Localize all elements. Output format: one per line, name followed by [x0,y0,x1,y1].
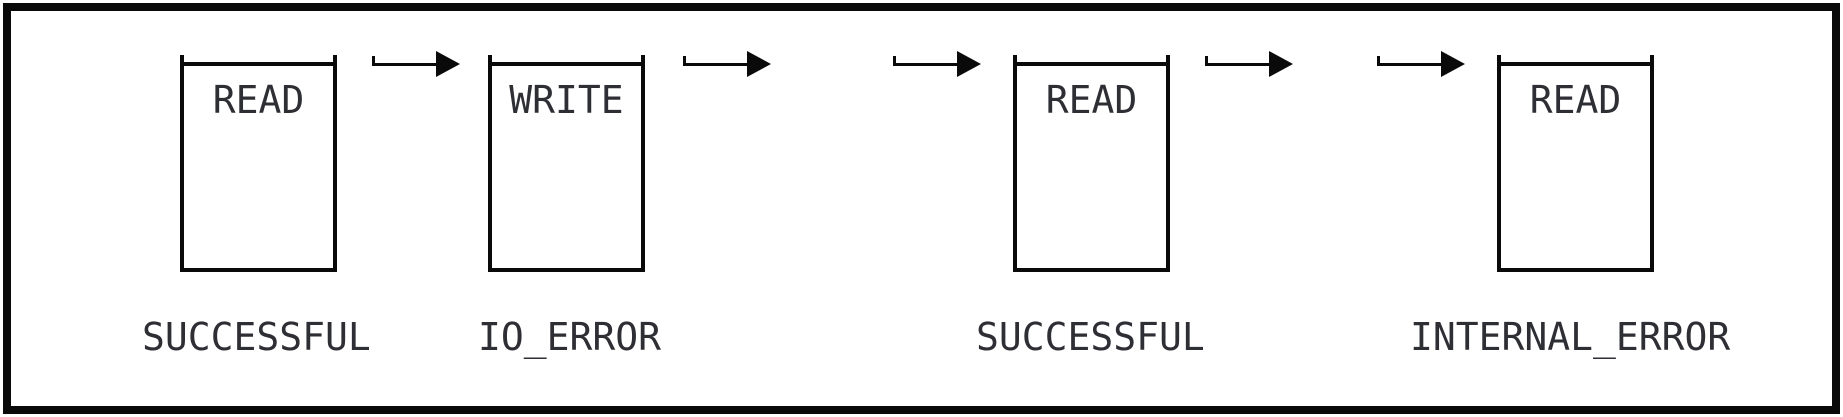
arrow-head [747,51,771,77]
arrow-head [436,51,460,77]
operation-box-read-1: READ [180,55,337,272]
operation-label: READ [1529,78,1622,122]
operation-box-read-2: READ [1013,55,1170,272]
arrow-shaft [893,63,960,66]
arrow-head [957,51,981,77]
operation-box-write: WRITE [488,55,645,272]
arrow-shaft [1205,63,1272,66]
status-label: IO_ERROR [478,315,662,359]
arrow-shaft [1377,63,1444,66]
arrow-tail-tick [372,56,375,65]
status-label: INTERNAL_ERROR [1410,315,1731,359]
flow-arrow-icon [1205,51,1293,77]
arrow-shaft [683,63,750,66]
arrow-tail-tick [1377,56,1380,65]
operation-label: READ [212,78,305,122]
diagram-frame: READ WRITE READ READ SUCCESSFUL IO_ERROR… [3,3,1840,414]
status-label: SUCCESSFUL [976,315,1205,359]
flow-arrow-icon [372,51,460,77]
flow-arrow-icon [1377,51,1465,77]
flow-arrow-icon [893,51,981,77]
arrow-head [1441,51,1465,77]
arrow-tail-tick [1205,56,1208,65]
status-label: SUCCESSFUL [142,315,371,359]
arrow-tail-tick [683,56,686,65]
arrow-shaft [372,63,439,66]
flow-arrow-icon [683,51,771,77]
arrow-head [1269,51,1293,77]
operation-label: WRITE [509,78,624,122]
operation-box-read-3: READ [1497,55,1654,272]
arrow-tail-tick [893,56,896,65]
operation-label: READ [1045,78,1138,122]
